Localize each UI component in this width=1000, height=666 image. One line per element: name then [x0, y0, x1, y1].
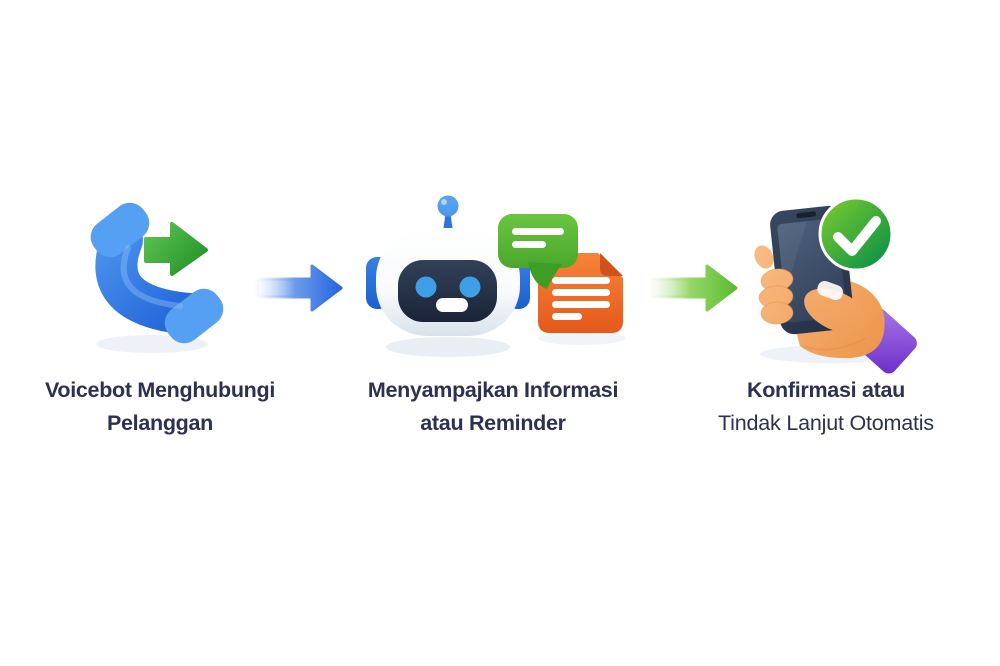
chat-bubble-tail [528, 262, 562, 289]
outgoing-arrow-icon [144, 222, 208, 276]
knuckle-crease [801, 337, 867, 351]
chat-bubble-line [512, 241, 546, 248]
robot-shadow [386, 337, 510, 357]
document-line [552, 301, 610, 308]
robot-eye-right [459, 276, 481, 298]
document-fold-corner [600, 253, 623, 276]
document-line [552, 277, 610, 284]
step-label-line: Pelanggan [106, 411, 214, 435]
check-circle [818, 196, 894, 272]
robot-antenna-glint [441, 199, 447, 205]
chat-bubble-icon [498, 214, 578, 289]
document-line [552, 313, 582, 320]
robot-antenna-ball [437, 195, 459, 217]
flow-arrow-blue [255, 264, 343, 312]
handset-mouth-cup [164, 288, 224, 344]
document-shadow [538, 331, 626, 345]
check-mark-icon [833, 216, 881, 256]
outgoing-call-icon [90, 202, 224, 353]
robot-face-screen [398, 260, 497, 322]
step-label-voicebot: Voicebot Menghubungi Pelanggan [30, 374, 290, 440]
step-label-line: Voicebot Menghubungi [44, 378, 276, 402]
step-label-line: Tindak Lanjut Otomatis [718, 411, 934, 435]
step-label-line: atau Reminder [420, 411, 566, 435]
robot-mouth [436, 298, 468, 312]
handset-highlight [120, 245, 183, 309]
handset-ear-cup [90, 202, 150, 258]
thumb [804, 288, 868, 334]
phone-confirmation-icon [754, 196, 917, 374]
step-label-line: Konfirmasi atau [747, 378, 905, 402]
document-line [552, 289, 610, 296]
flow-arrow-green [650, 264, 738, 312]
step-label-informasi: Menyampajkan Informasi atau Reminder [348, 374, 638, 440]
voicebot-robot-icon [366, 195, 530, 357]
thumb-nail [817, 281, 843, 301]
smartphone-speaker [796, 211, 817, 219]
robot-eye-left [415, 276, 437, 298]
step-label-line: Menyampajkan Informasi [367, 378, 619, 402]
chat-bubble-line [512, 228, 564, 235]
finger [760, 301, 794, 325]
index-fingertip [754, 245, 774, 269]
step-label-konfirmasi: Konfirmasi atau Tindak Lanjut Otomatis [690, 374, 962, 440]
document-icon [538, 253, 626, 345]
